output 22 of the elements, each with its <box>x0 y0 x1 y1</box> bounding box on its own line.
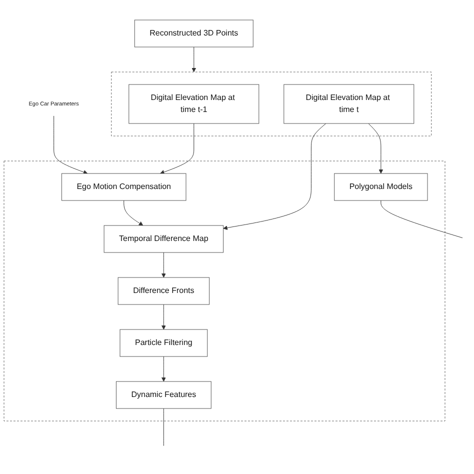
node-box: Dynamic Features <box>116 382 212 409</box>
arrow <box>161 304 166 330</box>
node-box: Particle Filtering <box>120 330 208 357</box>
node-box: Digital Elevation Map at time t-1 <box>128 84 260 124</box>
node-box: Ego Motion Compensation <box>61 174 186 201</box>
arrow <box>368 124 384 174</box>
cluster <box>4 161 446 422</box>
arrow <box>161 356 166 382</box>
arrow <box>124 200 144 226</box>
arrow <box>192 47 196 72</box>
node-box: Reconstructed 3D Points <box>134 20 254 48</box>
connector <box>163 408 164 446</box>
cluster <box>111 72 432 136</box>
arrow <box>161 252 166 278</box>
node-box: Temporal Difference Map <box>104 226 224 253</box>
connector <box>380 200 463 238</box>
node-box: Polygonal Models <box>334 174 428 201</box>
node-box: Difference Fronts <box>118 278 210 305</box>
arrow <box>223 124 326 230</box>
node-box: Digital Elevation Map at time t <box>284 84 414 124</box>
arrow <box>160 124 194 174</box>
arrow <box>54 116 88 174</box>
